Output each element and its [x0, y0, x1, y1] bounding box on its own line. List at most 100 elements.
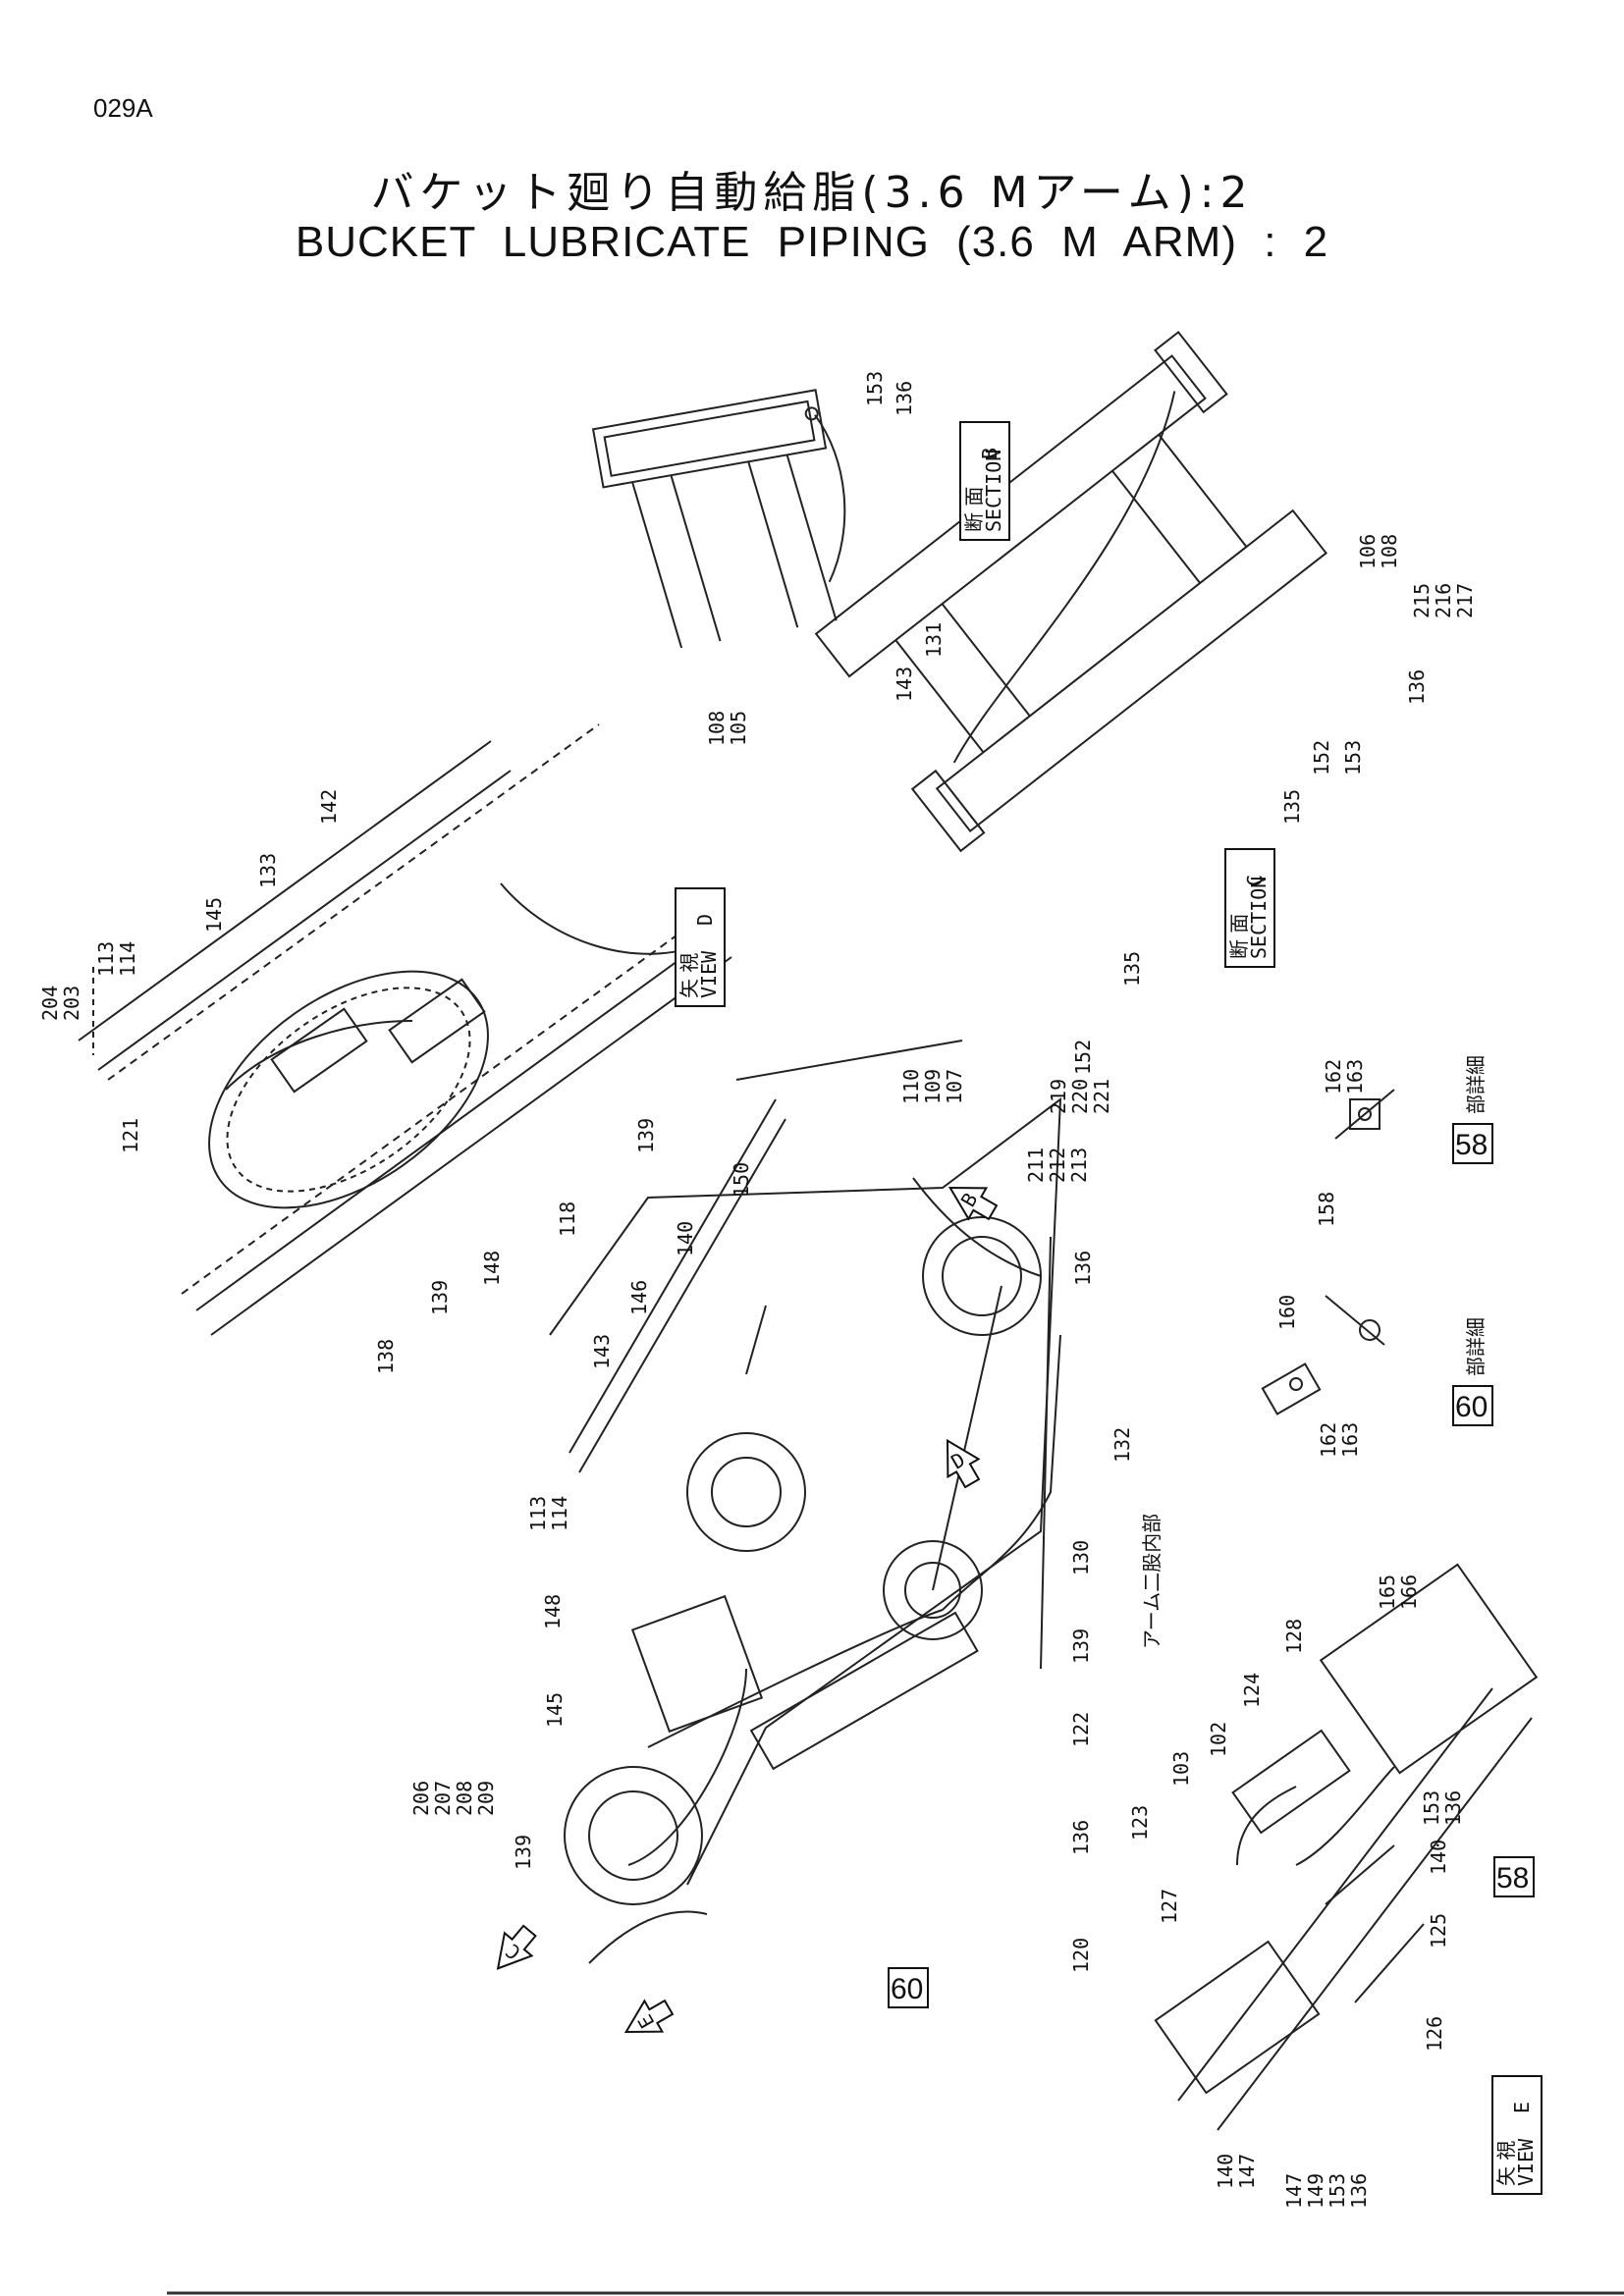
part-callout: 160: [1275, 1295, 1299, 1330]
part-callout: 148: [541, 1594, 565, 1629]
part-callout: 131: [922, 622, 946, 658]
svg-text:B: B: [978, 448, 1001, 459]
svg-text:SECTION: SECTION: [982, 450, 1005, 532]
part-callout: 106108: [1356, 534, 1401, 569]
section-b-drawing: [591, 389, 846, 649]
part-callout: 145: [543, 1692, 567, 1728]
part-callout: 124: [1240, 1673, 1264, 1708]
part-callout: 147149153136: [1282, 2173, 1371, 2209]
part-callout: 122: [1069, 1712, 1093, 1747]
svg-text:部詳細: 部詳細: [1464, 1055, 1488, 1114]
view-d-drawing: [78, 723, 732, 1336]
svg-text:D: D: [693, 914, 717, 926]
svg-text:断 面: 断 面: [1227, 914, 1251, 959]
part-callout: 139: [428, 1280, 452, 1315]
part-callout: 126: [1423, 2016, 1446, 2052]
svg-text:SECTION: SECTION: [1247, 877, 1271, 959]
view-arrow-e: E: [623, 1999, 675, 2034]
part-callout: 102: [1207, 1722, 1230, 1757]
part-callout: 162163: [1317, 1422, 1362, 1458]
part-callout: 135: [1120, 951, 1144, 987]
section-b-tag: 断 面 SECTION B: [959, 421, 1010, 541]
part-callout: 143: [590, 1334, 614, 1369]
svg-text:58: 58: [1496, 1862, 1529, 1895]
part-callout: 204203: [38, 986, 83, 1021]
part-callout: 113114: [94, 941, 139, 977]
part-callouts: 153 136 131 143 108105 106108 215216217 …: [38, 371, 1477, 2209]
part-callout: 142: [317, 789, 341, 825]
arm-note: アーム二股内部: [1140, 1514, 1164, 1649]
part-callout: 128: [1282, 1619, 1306, 1654]
part-callout: 215216217: [1410, 583, 1477, 618]
view-e-drawing: [1154, 1563, 1539, 2131]
part-callout: 148: [480, 1251, 504, 1286]
svg-text:60: 60: [1455, 1391, 1488, 1423]
section-c-tag: 断 面 SECTION C: [1224, 848, 1275, 968]
part-callout: 138: [374, 1339, 398, 1374]
part-callout: 162163: [1322, 1059, 1367, 1095]
part-callout: 219220221: [1047, 1079, 1113, 1114]
part-callout: 127: [1158, 1889, 1181, 1924]
view-arrow-b: B: [947, 1186, 999, 1221]
page-id: 029A: [93, 93, 153, 123]
part-callout: 125: [1427, 1913, 1450, 1949]
svg-text:部詳細: 部詳細: [1464, 1317, 1488, 1376]
section-c-drawing: [814, 330, 1327, 853]
part-callout: 140: [674, 1221, 697, 1256]
part-callout: 136: [1405, 669, 1429, 705]
part-callout: 143: [893, 667, 916, 702]
title-japanese: バケット廻り自動給脂(3.6 Mアーム):2: [370, 168, 1254, 218]
part-callout: 113114: [526, 1496, 571, 1531]
detail-60-drawing: [1261, 1295, 1385, 1415]
part-callout: 136: [1069, 1820, 1093, 1855]
part-callout: 123: [1128, 1805, 1152, 1841]
part-callout: 132: [1110, 1427, 1134, 1463]
part-callout: 133: [256, 853, 280, 888]
detail-58-drawing: [1334, 1089, 1395, 1140]
callout-58-box: 58: [1493, 1856, 1535, 1897]
part-callout: 206207208209: [409, 1781, 498, 1816]
part-callout: 145: [202, 897, 226, 933]
part-callout: 140: [1427, 1840, 1450, 1875]
part-callout: 165166: [1376, 1575, 1421, 1610]
part-callout: 103: [1169, 1751, 1193, 1787]
part-callout: 120: [1069, 1938, 1093, 1973]
part-callout: 139: [634, 1118, 658, 1153]
view-arrow-d: D: [946, 1438, 981, 1489]
svg-text:VIEW: VIEW: [1514, 2138, 1538, 2186]
part-callout: 153136: [1420, 1790, 1465, 1826]
svg-text:矢 視: 矢 視: [677, 953, 701, 998]
callout-60-box: 60: [888, 1967, 929, 2008]
part-callout: 146: [627, 1280, 651, 1315]
part-callout: 121: [119, 1118, 142, 1153]
part-callout: 118: [556, 1201, 579, 1237]
part-callout: 211212213: [1024, 1148, 1091, 1183]
part-callout: 139: [512, 1835, 535, 1870]
svg-text:矢 視: 矢 視: [1494, 2141, 1518, 2186]
detail-58-label: 58 部詳細: [1452, 1055, 1493, 1164]
part-callout: 152: [1310, 740, 1333, 775]
svg-text:60: 60: [891, 1973, 923, 2005]
svg-text:C: C: [1243, 875, 1267, 886]
part-callout: 135: [1280, 789, 1304, 825]
part-callout: 136: [893, 381, 916, 416]
view-e-tag: 矢 視 VIEW E: [1491, 2075, 1543, 2195]
svg-text:VIEW: VIEW: [697, 950, 721, 998]
part-callout: 152: [1071, 1040, 1095, 1075]
part-callout: 150: [730, 1162, 753, 1198]
view-arrow-c: C: [496, 1924, 537, 1970]
part-callout: 110109107: [899, 1069, 966, 1104]
part-callout: 139: [1069, 1629, 1093, 1664]
arm-assembly-drawing: [549, 1040, 1062, 1964]
detail-60-label: 60 部詳細: [1452, 1317, 1493, 1426]
part-callout: 153: [863, 371, 887, 406]
svg-text:58: 58: [1455, 1129, 1488, 1161]
view-d-tag: 矢 視 VIEW D: [675, 887, 726, 1007]
part-callout: 140147: [1214, 2154, 1259, 2189]
part-callout: 136: [1071, 1251, 1095, 1286]
title-english: BUCKET LUBRICATE PIPING (3.6 M ARM) : 2: [295, 218, 1329, 266]
svg-text:E: E: [1510, 2102, 1534, 2113]
part-callout: 130: [1069, 1540, 1093, 1575]
part-callout: 153: [1341, 740, 1365, 775]
